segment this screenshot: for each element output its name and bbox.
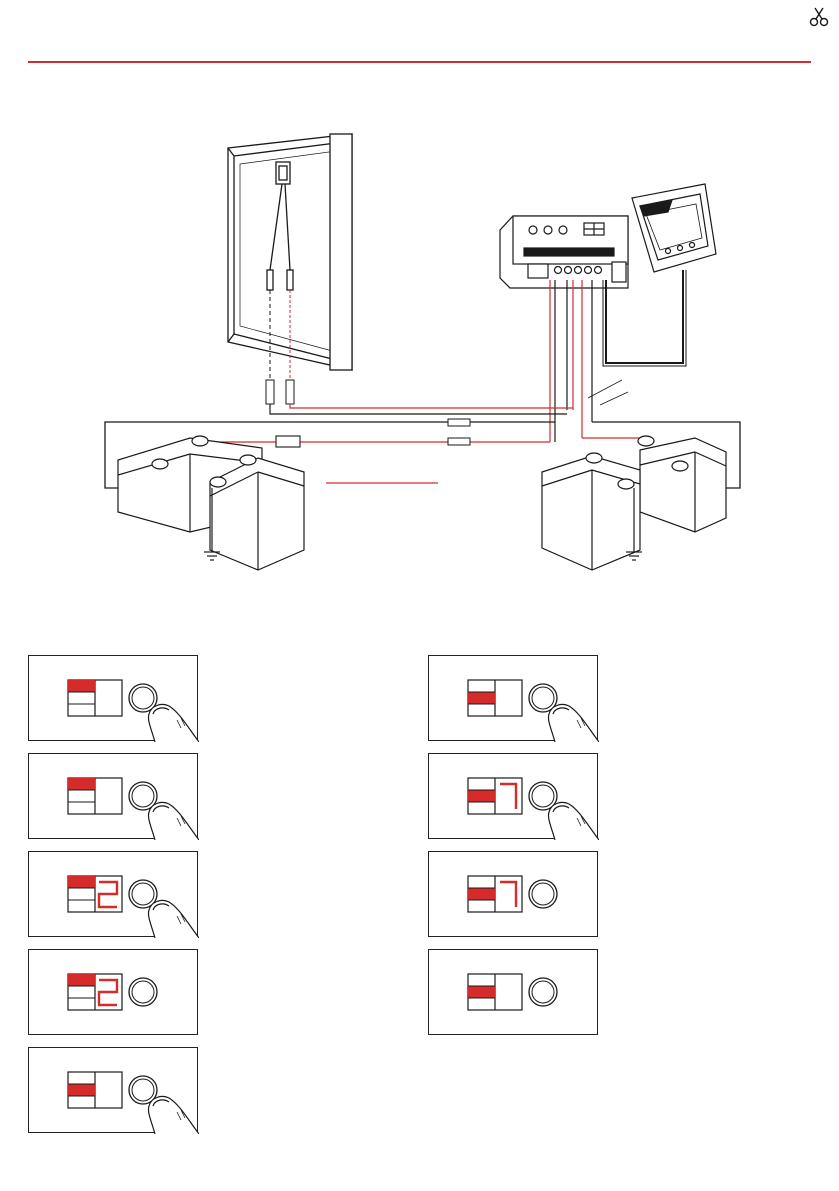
step-panel [428, 753, 598, 839]
mode-indicator [468, 888, 495, 900]
step-panel [28, 1047, 198, 1133]
scissors-icon [808, 6, 830, 28]
wiring-diagram [0, 120, 839, 590]
step-panel [28, 851, 198, 937]
step-panel [428, 949, 598, 1035]
step-panel [28, 655, 198, 741]
mode-indicator [68, 680, 95, 692]
finger-press-icon [148, 1096, 199, 1134]
charge-controller [500, 216, 628, 288]
finger-press-icon [148, 802, 199, 840]
battery-bank-left [118, 436, 304, 570]
finger-press-icon [148, 704, 199, 742]
fuse [276, 436, 300, 447]
step-panel [28, 949, 198, 1035]
mode-indicator [468, 986, 495, 998]
solar-panel [228, 134, 352, 370]
mode-indicator [68, 974, 95, 986]
mode-indicator [68, 778, 95, 790]
mode-indicator [68, 1084, 95, 1096]
push-button-icon [129, 978, 157, 1006]
mode-indicator [468, 790, 495, 802]
finger-press-icon [548, 802, 599, 840]
mode-indicator [468, 692, 495, 704]
step-panel [428, 851, 598, 937]
step-panel [428, 655, 598, 741]
header-rule [28, 61, 811, 63]
finger-press-icon [148, 900, 199, 938]
push-button-icon [529, 978, 557, 1006]
finger-press-icon [548, 704, 599, 742]
push-button-icon [529, 880, 557, 908]
mode-indicator [68, 876, 95, 888]
step-panel [28, 753, 198, 839]
remote-display [632, 184, 716, 272]
